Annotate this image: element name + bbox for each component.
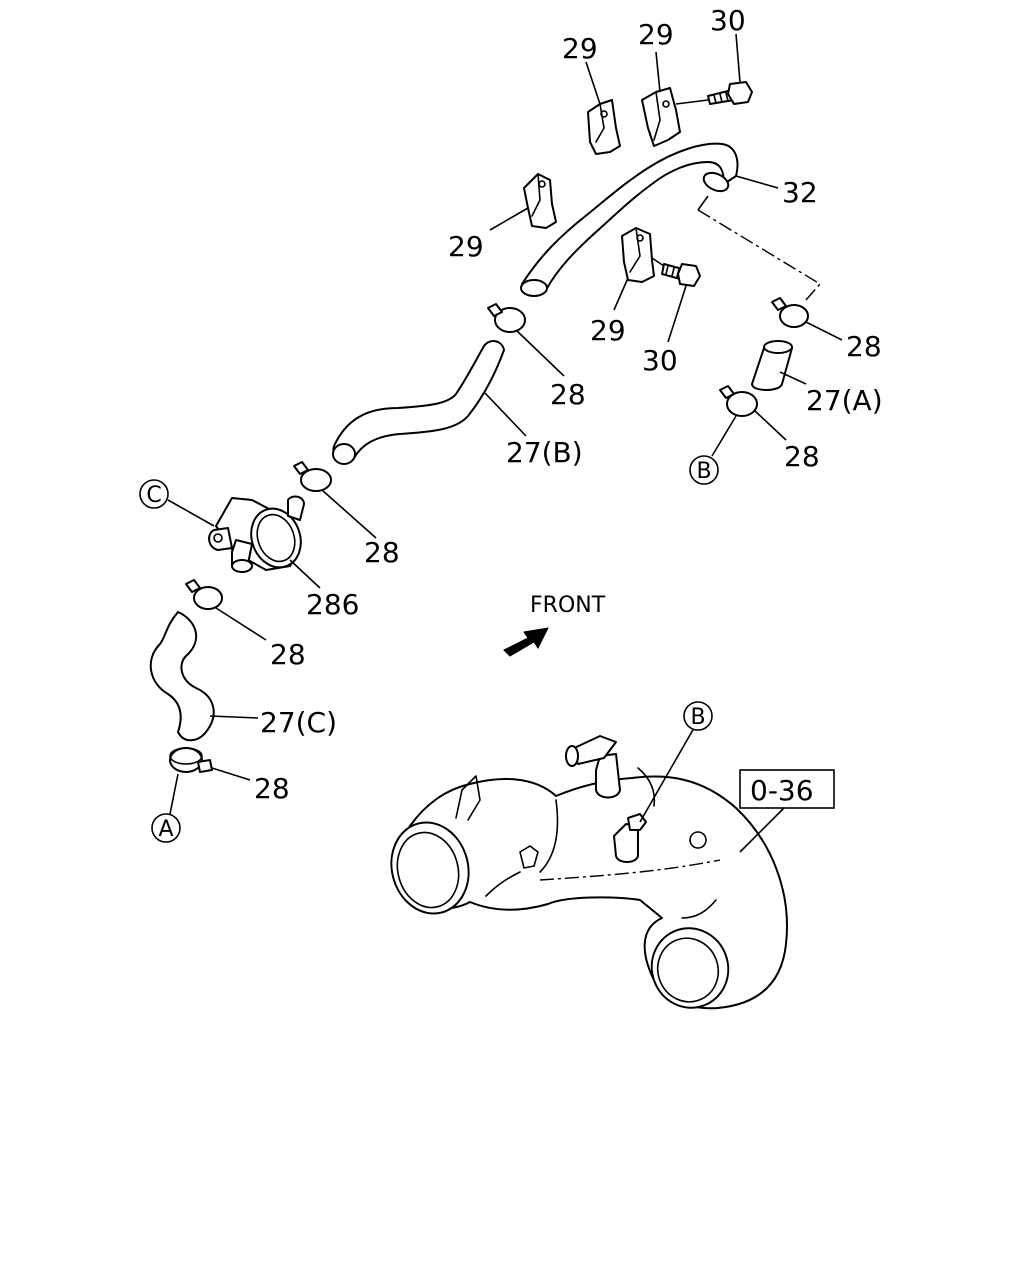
- clamp-28-right-lower: [719, 385, 758, 417]
- label-30-top: 30: [710, 4, 746, 37]
- label-28-mid-left: 28: [364, 536, 400, 569]
- clamp-28-bottom-left: [169, 747, 213, 773]
- label-29-middle: 29: [590, 314, 626, 347]
- marker-b-pipe-text: B: [690, 705, 705, 730]
- bolt-30-top: [707, 81, 753, 105]
- label-28-right-upper: 28: [846, 330, 882, 363]
- label-29-left: 29: [448, 230, 484, 263]
- label-32: 32: [782, 176, 818, 209]
- marker-b-right-text: B: [696, 459, 711, 484]
- valve-286: [208, 495, 305, 573]
- label-29-top-right: 29: [638, 18, 674, 51]
- clamp-28-right-upper: [771, 297, 809, 328]
- ref-box: [739, 769, 835, 809]
- label-29-top-left: 29: [562, 32, 598, 65]
- marker-c-left-text: C: [146, 483, 161, 508]
- marker-a-bottom: [151, 813, 181, 843]
- label-28-upper-left: 28: [550, 378, 586, 411]
- marker-c-left: [139, 479, 169, 509]
- bracket-29-left: [523, 173, 557, 229]
- hose-27a: [751, 340, 793, 391]
- front-label: FRONT: [530, 593, 606, 618]
- label-28-bottom-left: 28: [254, 772, 290, 805]
- clamp-28-mid-left: [293, 461, 332, 492]
- label-27c: 27(C): [260, 706, 337, 739]
- label-27b: 27(B): [506, 436, 583, 469]
- marker-a-bottom-text: A: [158, 817, 173, 842]
- label-30-middle: 30: [642, 344, 678, 377]
- clamp-28-lower-left: [185, 579, 223, 610]
- front-arrow-icon: [503, 627, 549, 657]
- label-28-lower-left: 28: [270, 638, 306, 671]
- marker-b-pipe: [683, 701, 713, 731]
- hose-27c: [149, 611, 215, 742]
- ref-box-label: 0-36: [750, 774, 814, 807]
- label-28-right-lower: 28: [784, 440, 820, 473]
- marker-b-right: [689, 455, 719, 485]
- bolt-30-middle: [661, 263, 701, 287]
- bracket-29-top-right: [641, 87, 681, 147]
- bracket-29-middle: [621, 227, 655, 283]
- clamp-28-upper-left: [487, 303, 526, 333]
- intake-pipe-assembly: [390, 735, 788, 1010]
- hose-27b: [332, 340, 505, 465]
- label-27a: 27(A): [806, 384, 883, 417]
- label-286: 286: [306, 588, 359, 621]
- bracket-29-top-left: [587, 99, 621, 155]
